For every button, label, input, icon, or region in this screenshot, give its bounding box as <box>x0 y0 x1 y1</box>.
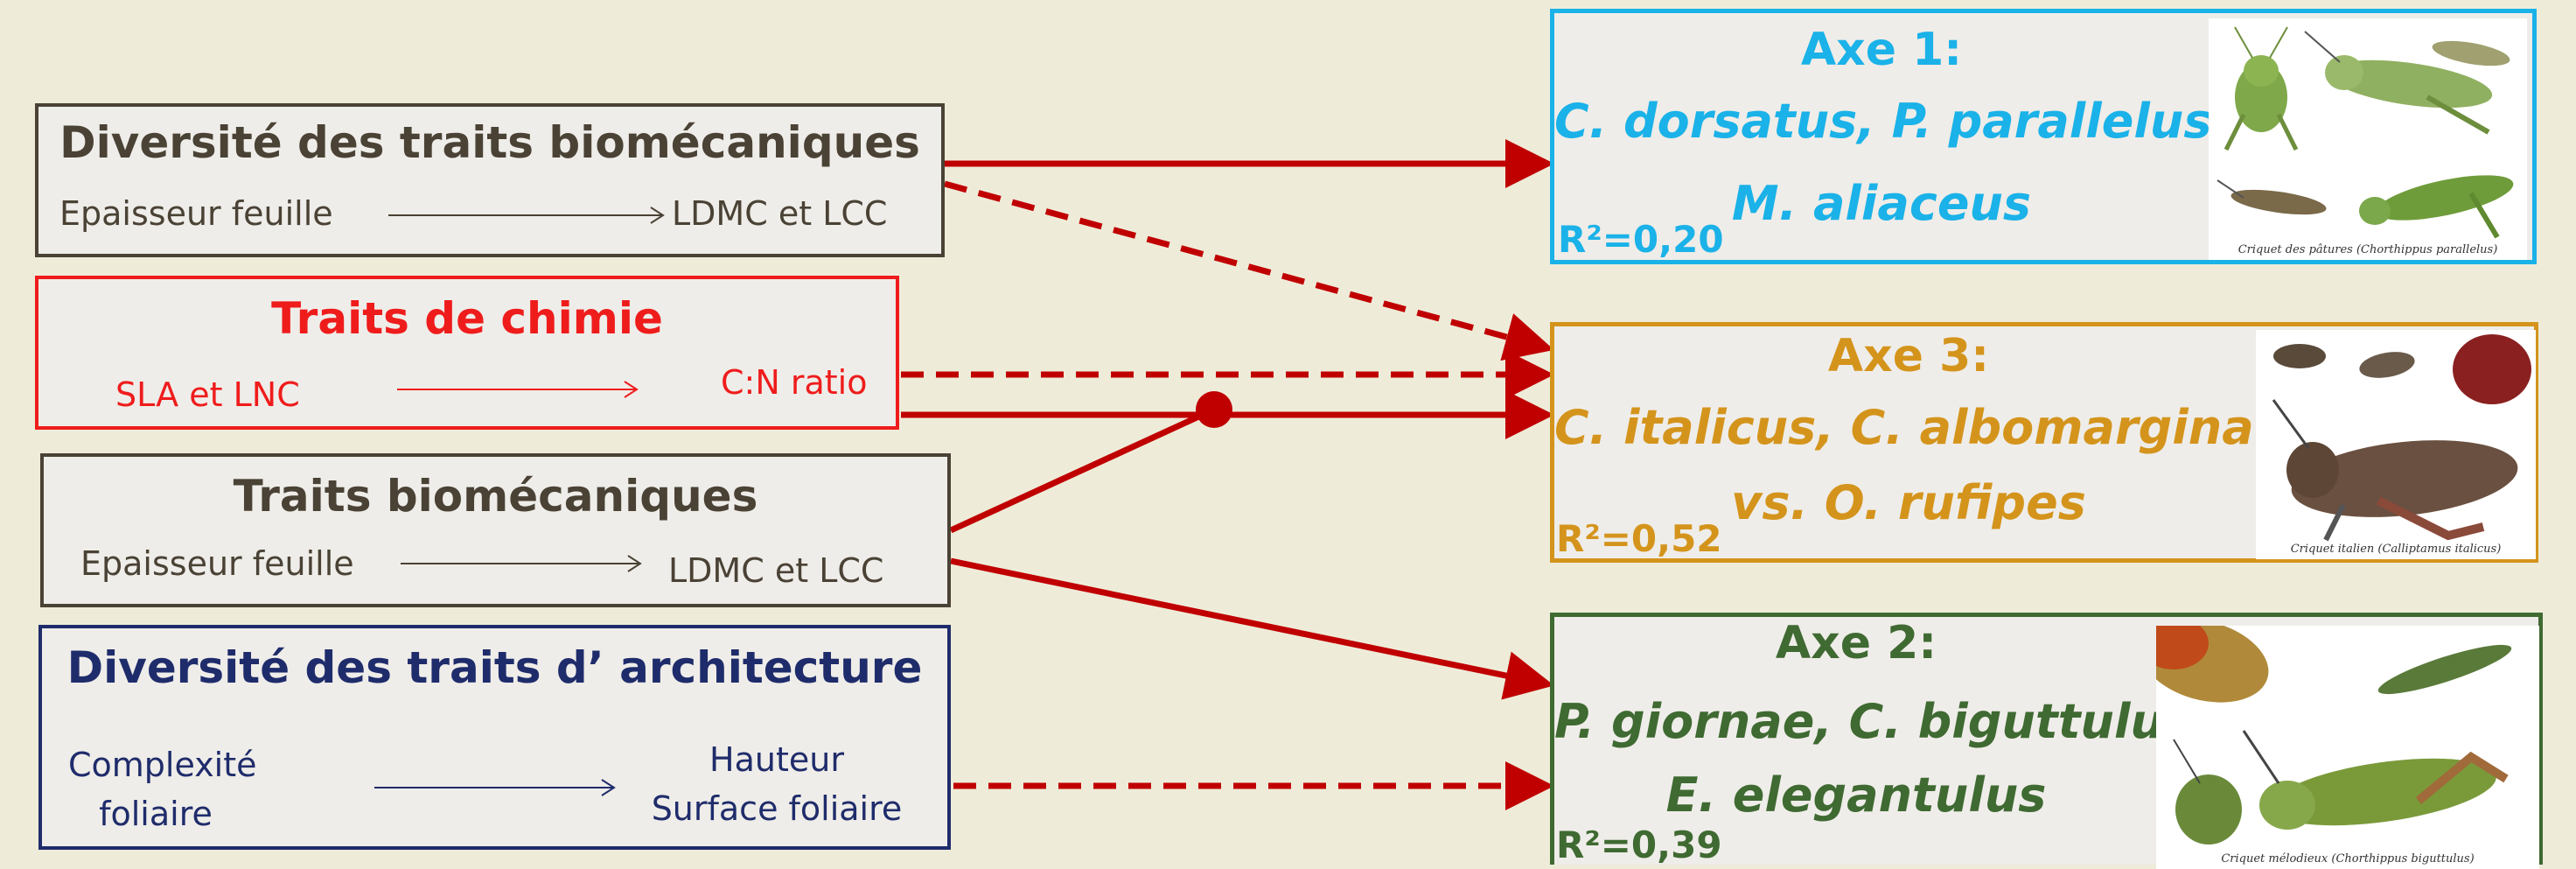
axe-box-1: Axe 1: C. dorsatus, P. parallelus, M. al… <box>1550 9 2537 264</box>
trait-to-label-line1: Hauteur <box>709 740 844 779</box>
grasshopper-photo: Criquet italien (Calliptamus italicus) <box>2256 330 2536 559</box>
trait-from-label-line1: Complexité <box>68 746 257 784</box>
trait-from-label: SLA et LNC <box>115 375 300 414</box>
photo-caption: Criquet mélodieux (Chorthippus biguttulu… <box>2221 852 2475 865</box>
grasshopper-photo: Criquet des pâtures (Chorthippus paralle… <box>2209 18 2527 260</box>
axe-r2: R²=0,52 <box>1556 517 1722 560</box>
grasshopper-icon <box>2216 26 2514 239</box>
link-biomech-junction <box>949 406 1216 534</box>
trait-title: Traits de chimie <box>271 293 663 344</box>
axe-species-line2: E. elegantulus <box>1665 767 2047 823</box>
trait-to-label: LDMC et LCC <box>672 194 888 233</box>
interaction-dot <box>1196 391 1232 428</box>
grasshopper-icon <box>2272 334 2531 542</box>
trait-from-label-line2: foliaire <box>99 795 213 833</box>
photo-caption: Criquet italien (Calliptamus italicus) <box>2290 543 2502 556</box>
axe-r2: R²=0,20 <box>1558 218 1724 261</box>
trait-to-label: LDMC et LCC <box>668 551 884 590</box>
axe-box-3: Axe 3: C. italicus, C. albomarginatus, v… <box>1550 322 2538 563</box>
arrow-biomech-axe2 <box>950 557 1554 700</box>
arrow-right-icon <box>374 779 616 796</box>
axe-title: Axe 2: <box>1775 617 1937 669</box>
grasshopper-photo: Criquet mélodieux (Chorthippus biguttulu… <box>2156 626 2539 869</box>
trait-to-label: C:N ratio <box>721 363 868 402</box>
trait-title: Traits biomécaniques <box>233 471 758 522</box>
axe-species-line2: M. aliaceus <box>1731 176 2032 231</box>
arrow-right-icon <box>388 207 665 224</box>
axe-species-line1: C. dorsatus, P. parallelus, <box>1554 94 2230 149</box>
axe-species-line1: P. giornae, C. biguttulus, <box>1554 694 2210 749</box>
arrow-biomech-diversity-axe3 <box>944 180 1554 361</box>
trait-title: Diversité des traits biomécaniques <box>59 117 920 168</box>
trait-to-label-line2: Surface foliaire <box>651 789 903 828</box>
trait-box-chimie: Traits de chimie SLA et LNC C:N ratio <box>35 276 899 430</box>
grasshopper-icon <box>2156 626 2512 844</box>
trait-box-biomech-diversity: Diversité des traits biomécaniques Epais… <box>35 103 945 257</box>
axe-species-line2: vs. O. rufipes <box>1731 475 2086 530</box>
photo-caption: Criquet des pâtures (Chorthippus paralle… <box>2237 243 2498 256</box>
axe-species-line1: C. italicus, C. albomarginatus, <box>1554 400 2356 455</box>
trait-box-architecture: Diversité des traits d’ architecture Com… <box>38 625 951 850</box>
arrow-right-icon <box>397 381 639 398</box>
axe-title: Axe 3: <box>1827 330 1990 382</box>
trait-box-biomech: Traits biomécaniques Epaisseur feuille L… <box>40 453 951 607</box>
trait-from-label: Epaisseur feuille <box>80 544 354 583</box>
axe-title: Axe 1: <box>1800 24 1963 76</box>
arrow-right-icon <box>401 555 642 572</box>
axe-r2: R²=0,39 <box>1556 823 1722 866</box>
trait-title: Diversité des traits d’ architecture <box>66 642 923 693</box>
trait-from-label: Epaisseur feuille <box>59 194 333 233</box>
axe-box-2: Axe 2: P. giornae, C. biguttulus, E. ele… <box>1550 613 2543 869</box>
